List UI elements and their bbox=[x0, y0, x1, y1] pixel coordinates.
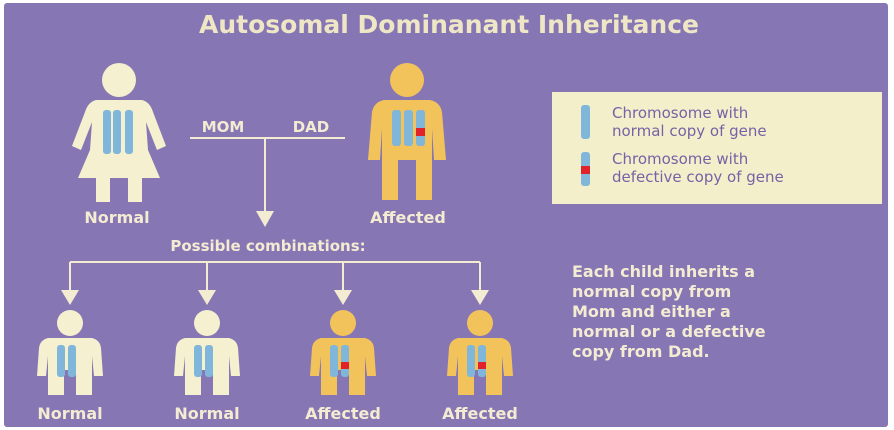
child-chromosome-2 bbox=[68, 345, 76, 377]
child-chromosome-2 bbox=[341, 345, 349, 377]
explanation-line2: normal copy from bbox=[572, 282, 731, 301]
legend-normal-line1: Chromosome with bbox=[612, 104, 748, 122]
legend-defective-line2: defective copy of gene bbox=[612, 168, 784, 186]
mom-chromosome-2 bbox=[113, 110, 121, 154]
legend-normal-line2: normal copy of gene bbox=[612, 122, 767, 140]
child-status-label: Normal bbox=[37, 404, 102, 423]
combinations-label: Possible combinations: bbox=[170, 237, 365, 255]
child-chromosome-1 bbox=[194, 345, 202, 377]
legend: Chromosome with normal copy of gene Chro… bbox=[552, 92, 882, 204]
child-status-label: Normal bbox=[174, 404, 239, 423]
explanation-line1: Each child inherits a bbox=[572, 262, 755, 281]
child-defect-mark bbox=[341, 362, 349, 369]
dad-head bbox=[390, 63, 424, 97]
mom-label: MOM bbox=[202, 118, 245, 136]
child-chromosome-1 bbox=[330, 345, 338, 377]
dad-defect-mark bbox=[416, 128, 425, 136]
diagram-title: Autosomal Dominanant Inheritance bbox=[199, 10, 699, 39]
child-chromosome-2 bbox=[205, 345, 213, 377]
child-chromosome-1 bbox=[57, 345, 65, 377]
child-chromosome-1 bbox=[467, 345, 475, 377]
child-chromosome-2 bbox=[478, 345, 486, 377]
legend-defective-line1: Chromosome with bbox=[612, 150, 748, 168]
child-head bbox=[57, 310, 83, 336]
mom-chromosome-3 bbox=[125, 110, 133, 154]
explanation-line4: normal or a defective bbox=[572, 322, 766, 341]
mom-head bbox=[102, 63, 136, 97]
dad-chromosome-1 bbox=[392, 110, 401, 146]
child-status-label: Affected bbox=[442, 404, 518, 423]
legend-defect-mark bbox=[581, 166, 590, 174]
mom-status-label: Normal bbox=[84, 208, 149, 227]
explanation-line3: Mom and either a bbox=[572, 302, 731, 321]
child-status-label: Affected bbox=[305, 404, 381, 423]
child-defect-mark bbox=[478, 362, 486, 369]
dad-status-label: Affected bbox=[370, 208, 446, 227]
mom-chromosome-1 bbox=[103, 110, 111, 154]
child-head bbox=[194, 310, 220, 336]
dad-label: DAD bbox=[293, 118, 330, 136]
child-head bbox=[330, 310, 356, 336]
explanation-line5: copy from Dad. bbox=[572, 342, 710, 361]
legend-normal-chromosome-icon bbox=[581, 105, 590, 139]
dad-chromosome-2 bbox=[404, 110, 413, 146]
child-head bbox=[467, 310, 493, 336]
